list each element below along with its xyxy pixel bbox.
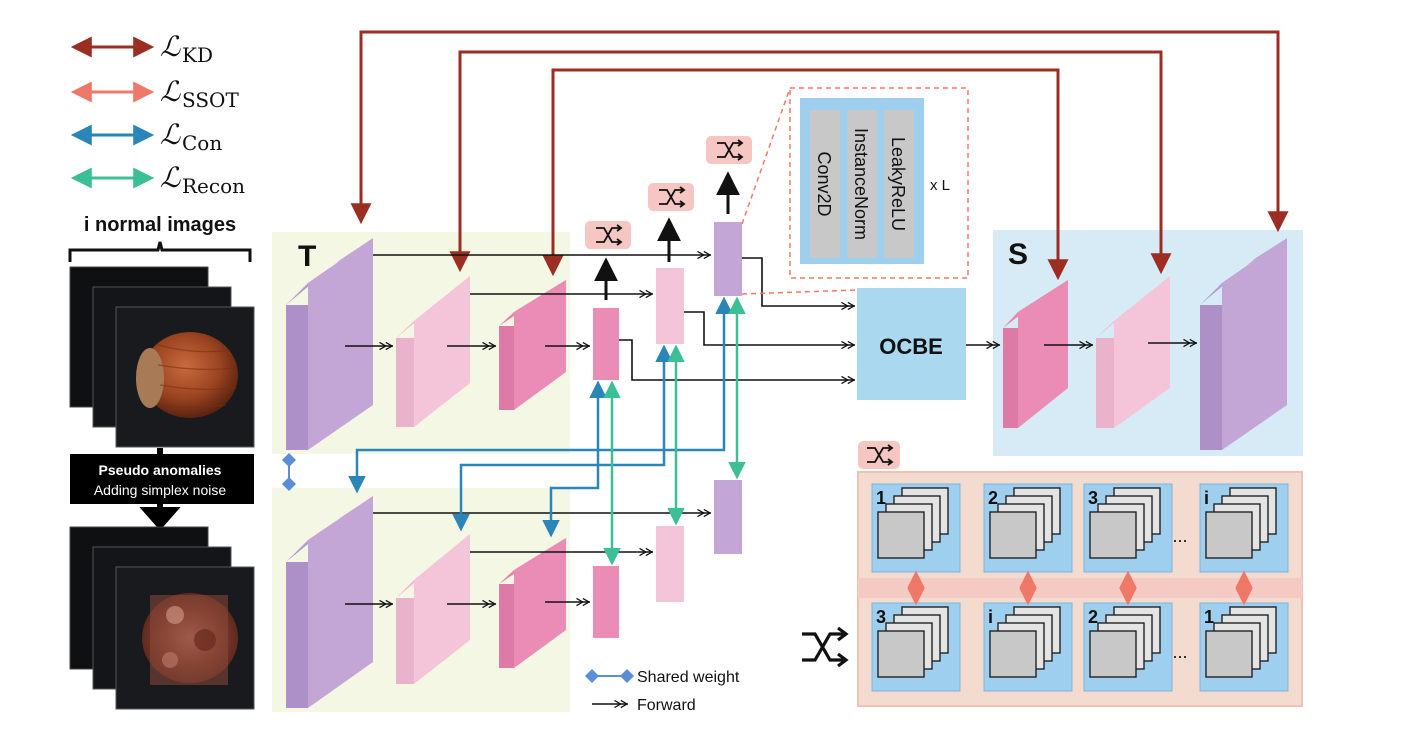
grid-bottom-cell-label: 3 [876,607,886,627]
shuffle-large-icon [802,626,849,668]
image-stack-icon [1089,630,1137,678]
feature-bar-mid [656,268,684,344]
leakyrelu-layer [884,110,914,258]
student-block-1 [1018,280,1068,428]
forward-label: Forward [637,697,696,714]
student-block-2 [1114,276,1170,428]
student-label: S [1008,238,1028,271]
ocbe-block [857,288,966,400]
grid-bottom-cell-label: 2 [1088,607,1098,627]
legend-con: ℒ Con [70,118,222,155]
legend-kd-symbol: ℒ [160,30,181,63]
shuffle-grid-badge [858,441,900,469]
normal-image-stack [69,266,255,448]
legend-con-symbol: ℒ [160,118,181,151]
grid-bottom-cell-label: i [988,607,993,627]
teacher-copy-encoder [286,496,566,708]
grid-bottom-cell-4: 1 [1199,602,1289,692]
grid-bottom-cell-3: 2 [1083,602,1173,692]
pseudo-anomalies-subtitle: Adding simplex noise [94,482,227,498]
grid-top-cell-4: i [1199,483,1289,573]
hazelnut [142,332,238,418]
repeat-label: x L [930,177,950,194]
feature-bar-low [593,308,619,380]
instancenorm-label: InstanceNorm [851,128,871,240]
normal-images-brace [68,241,252,262]
grid-top-cell-label: i [1204,488,1209,508]
con-arrows [348,296,733,538]
conv2d-layer [810,110,840,258]
anomaly-image-stack [69,526,255,710]
feature-bar-high [714,222,742,296]
legend-ssot-symbol: ℒ [160,75,181,108]
shuffle-icon [659,189,683,205]
grid-bottom-cell-1: 3 [871,602,961,692]
grid-top-cell-label: 2 [988,488,998,508]
image-stack-icon [1089,511,1137,559]
grid-bottom-cell-label: 1 [1204,607,1214,627]
grid-bottom-cell-2: i [983,602,1073,692]
normal-images-label: i normal images [84,214,236,236]
grid-bottom-row: 3 i 2 1 [871,602,1289,692]
shuffle-icon [717,142,741,158]
leakyrelu-label: LeakyReLU [888,137,908,231]
ssot-arrows [907,570,1253,606]
image-stack-icon [877,511,925,559]
teacher-copy-block-3 [514,538,566,668]
shuffle-badge-1 [585,221,631,249]
image-stack-icon [989,630,1037,678]
image-stack-icon [989,511,1037,559]
kd-arrows [350,30,1289,281]
legend-ssot-sub: SSOT [182,88,239,112]
grid-top-cell-label: 1 [876,488,886,508]
grid-top-cell-1: 1 [871,483,961,573]
image-stack-icon [1205,630,1253,678]
down-arrow-icon [139,504,181,531]
student-decoder [1003,238,1287,450]
legend-con-sub: Con [182,131,222,155]
legend-recon-symbol: ℒ [160,161,181,194]
conv2d-label: Conv2D [814,151,834,216]
legend-ssot: ℒ SSOT [70,75,239,112]
student-block-3 [1222,238,1287,450]
feature-bar-high-copy [714,480,742,554]
feature-bar-mid-copy [656,526,684,602]
legend-recon-sub: Recon [182,174,245,198]
pseudo-anomalies-title: Pseudo anomalies [99,462,222,478]
image-stack-icon [1205,511,1253,559]
shuffle-badge-2 [648,183,694,211]
feature-bar-low-copy [593,566,619,638]
shared-weight-label: Shared weight [637,669,740,686]
ocbe-label: OCBE [879,334,943,359]
grid-top-ellipsis: ... [1172,526,1187,546]
legend-kd: ℒ KD [70,30,213,67]
grid-bottom-ellipsis: ... [1172,642,1187,662]
teacher-copy-block-2 [414,534,470,684]
instancenorm-layer [847,110,877,258]
shuffle-icon [596,227,620,243]
teacher-label: T [298,240,316,273]
shuffle-badge-3 [706,136,752,164]
legend: ℒ KD ℒ SSOT ℒ Con ℒ Recon [70,30,245,198]
shuffle-icon [867,447,891,463]
grid-top-cell-3: 3 [1083,483,1173,573]
ssot-band [858,578,1302,598]
pseudo-anomaly-box: Pseudo anomalies Adding simplex noise [70,454,254,504]
grid-top-row: 1 2 3 i [871,483,1289,573]
image-stack-icon [877,630,925,678]
legend-recon: ℒ Recon [70,161,245,198]
teacher-copy-block-1 [308,496,373,708]
grid-top-cell-2: 2 [983,483,1073,573]
legend-kd-sub: KD [182,43,213,67]
recon-arrows [603,296,746,566]
grid-top-cell-label: 3 [1088,488,1098,508]
